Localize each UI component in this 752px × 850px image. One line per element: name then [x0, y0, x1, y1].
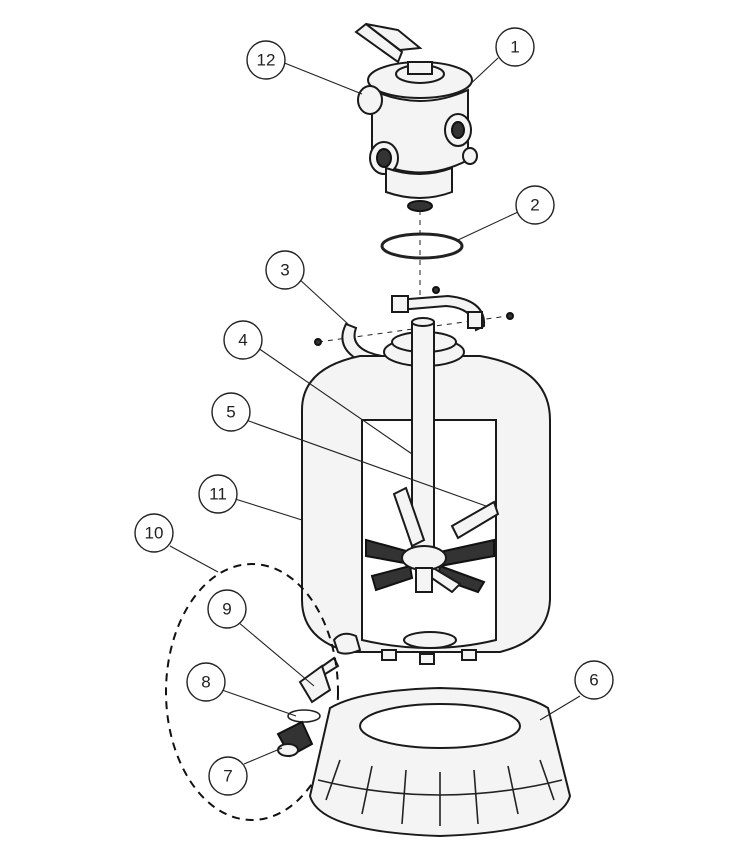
callout-4-label: 4: [238, 331, 247, 350]
callout-10: 10: [134, 513, 174, 553]
callout-1-label: 1: [510, 38, 519, 57]
callout-2-label: 2: [530, 196, 539, 215]
callout-9-label: 9: [222, 600, 231, 619]
callout-3: 3: [265, 250, 305, 290]
laterals: [365, 486, 500, 594]
drain-assembly: [276, 632, 362, 758]
drain-group-outline: [165, 563, 339, 821]
callout-11: 11: [198, 474, 238, 514]
callout-7-label: 7: [223, 767, 232, 786]
filter-base: [308, 686, 572, 838]
callout-5-label: 5: [226, 403, 235, 422]
callout-7: 7: [208, 756, 248, 796]
callout-3-label: 3: [280, 261, 289, 280]
callout-12-label: 12: [257, 51, 276, 70]
callout-8-label: 8: [201, 673, 210, 692]
callout-1: 1: [495, 27, 535, 67]
callout-12: 12: [246, 40, 286, 80]
callout-10-label: 10: [145, 524, 164, 543]
callout-2: 2: [515, 185, 555, 225]
callout-6: 6: [574, 660, 614, 700]
callout-9: 9: [207, 589, 247, 629]
multiport-valve: [354, 22, 478, 212]
callout-6-label: 6: [589, 671, 598, 690]
callout-11-label: 11: [209, 485, 227, 504]
callout-8: 8: [186, 662, 226, 702]
callout-5: 5: [211, 392, 251, 432]
callout-4: 4: [223, 320, 263, 360]
leader-lines: [169, 57, 581, 765]
o-ring: [380, 232, 464, 260]
